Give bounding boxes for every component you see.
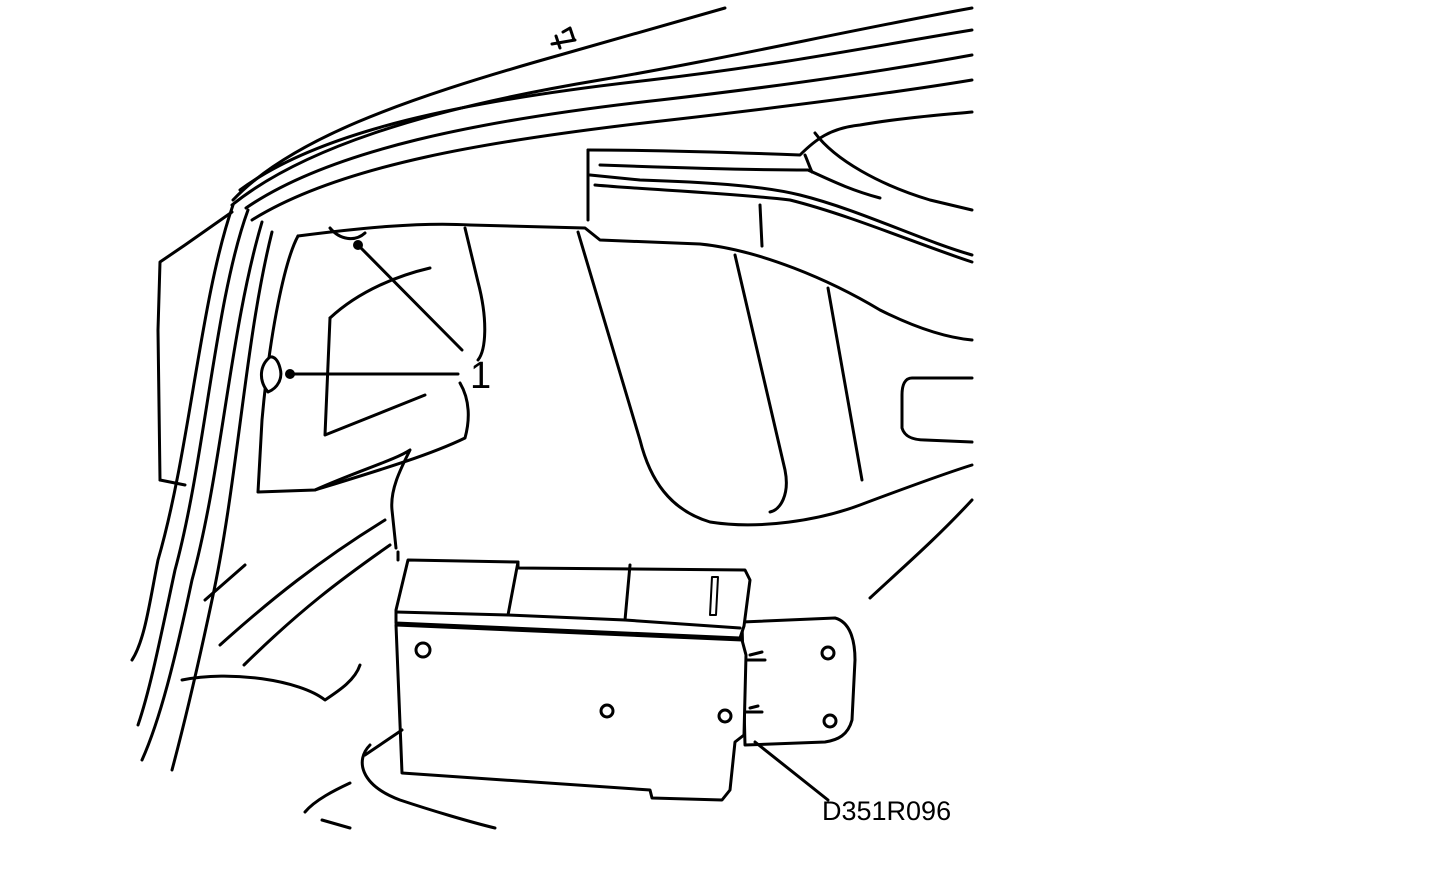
grommet-top-icon — [328, 226, 367, 241]
callout-leaders — [285, 240, 830, 802]
rear-parcel-shelf — [586, 110, 974, 264]
callout-number: 1 — [470, 355, 491, 397]
rear-body-outline — [230, 6, 974, 222]
control-module — [363, 558, 857, 802]
trunk-wheelhouse — [468, 223, 974, 600]
bolt-icons — [414, 641, 838, 729]
panel-slot-icon — [900, 376, 974, 444]
grommet-left-icon — [260, 355, 283, 394]
figure-code: D351R096 — [822, 796, 951, 826]
inner-quarter-panel — [256, 222, 487, 550]
side-pillar-curves — [130, 203, 392, 772]
lower-body-lines — [180, 550, 497, 830]
